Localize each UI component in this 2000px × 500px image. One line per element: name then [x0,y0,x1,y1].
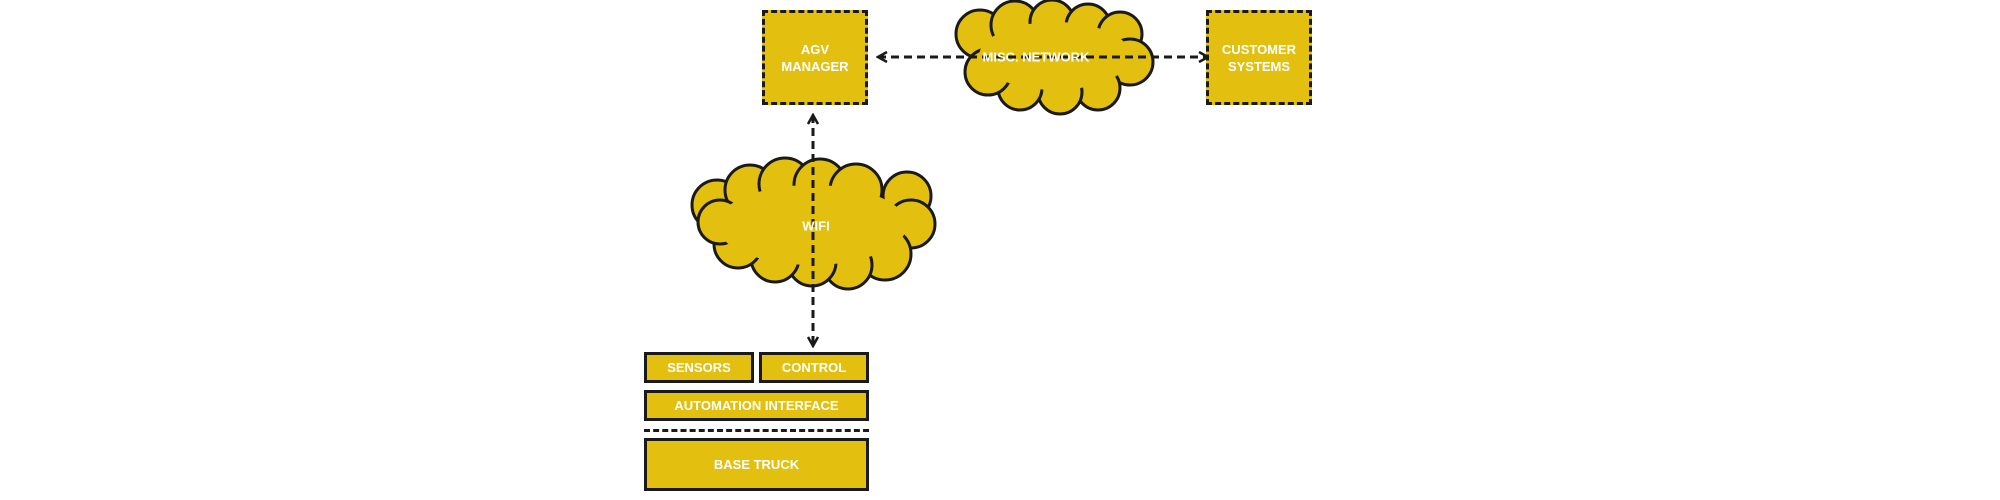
customer-systems-node: CUSTOMER SYSTEMS [1206,10,1312,105]
misc-network-label: MISC. NETWORK [982,49,1090,65]
truck-separator [644,429,869,432]
control-label: CONTROL [781,360,847,375]
sensors-node: SENSORS [644,352,754,383]
control-node: CONTROL [759,352,869,383]
base-truck-node: BASE TRUCK [644,438,869,491]
misc-network-cloud [954,0,1155,116]
agv-manager-node: AGV MANAGER [762,10,868,105]
automation-interface-label: AUTOMATION INTERFACE [674,398,839,413]
agv-manager-label: AGV MANAGER [781,41,849,74]
automation-interface-node: AUTOMATION INTERFACE [644,390,869,421]
sensors-label: SENSORS [667,360,731,375]
customer-systems-label: CUSTOMER SYSTEMS [1221,41,1297,74]
wifi-label: WIFI [802,218,830,234]
base-truck-label: BASE TRUCK [713,457,800,472]
